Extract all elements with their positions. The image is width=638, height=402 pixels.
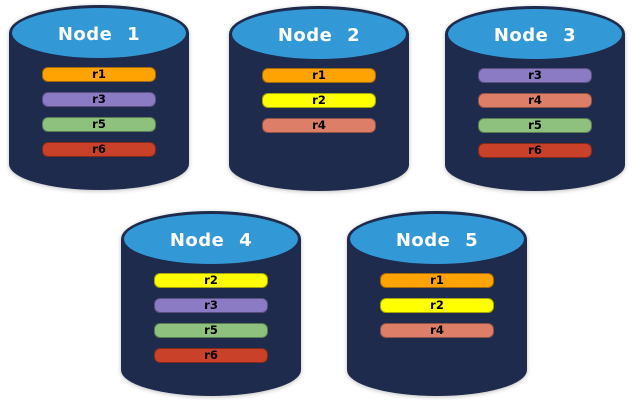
replica-bar-r4: r4 xyxy=(262,118,376,133)
replica-bar-r6: r6 xyxy=(154,348,268,363)
replica-bar-r4: r4 xyxy=(478,93,592,108)
replica-bar-r1: r1 xyxy=(42,67,156,82)
node-label: Node 1 xyxy=(57,23,141,45)
node-cylinder-1: Node 1 r1 r3 r5 r6 xyxy=(9,5,189,190)
replica-bar-r5: r5 xyxy=(154,323,268,338)
replica-bar-r3: r3 xyxy=(478,68,592,83)
replica-bar-r4: r4 xyxy=(380,323,494,338)
replica-bar-r1: r1 xyxy=(380,273,494,288)
replica-bars: r3 r4 r5 r6 xyxy=(445,68,625,158)
node-label: Node 5 xyxy=(395,229,479,251)
replica-bar-r6: r6 xyxy=(478,143,592,158)
replica-bar-r2: r2 xyxy=(380,298,494,313)
replica-bar-r5: r5 xyxy=(42,117,156,132)
replica-bars: r1 r2 r4 xyxy=(347,273,527,338)
node-label: Node 3 xyxy=(493,24,577,46)
node-cylinder-3: Node 3 r3 r4 r5 r6 xyxy=(445,6,625,191)
node-cylinder-4: Node 4 r2 r3 r5 r6 xyxy=(121,211,301,396)
node-cylinder-5: Node 5 r1 r2 r4 xyxy=(347,211,527,396)
node-label: Node 2 xyxy=(277,24,361,46)
node-label: Node 4 xyxy=(169,229,253,251)
replica-bar-r2: r2 xyxy=(262,93,376,108)
replica-bar-r3: r3 xyxy=(154,298,268,313)
replica-bars: r2 r3 r5 r6 xyxy=(121,273,301,363)
cylinder-top-ellipse: Node 2 xyxy=(229,6,409,62)
replica-bars: r1 r2 r4 xyxy=(229,68,409,133)
cylinder-top-ellipse: Node 4 xyxy=(121,211,301,267)
replica-bar-r1: r1 xyxy=(262,68,376,83)
node-cylinder-2: Node 2 r1 r2 r4 xyxy=(229,6,409,191)
replica-bar-r2: r2 xyxy=(154,273,268,288)
cylinder-top-ellipse: Node 5 xyxy=(347,211,527,267)
replica-bar-r6: r6 xyxy=(42,142,156,157)
cylinder-top-ellipse: Node 1 xyxy=(9,5,189,61)
replica-bar-r3: r3 xyxy=(42,92,156,107)
replica-bars: r1 r3 r5 r6 xyxy=(9,67,189,157)
replica-bar-r5: r5 xyxy=(478,118,592,133)
cylinder-top-ellipse: Node 3 xyxy=(445,6,625,62)
